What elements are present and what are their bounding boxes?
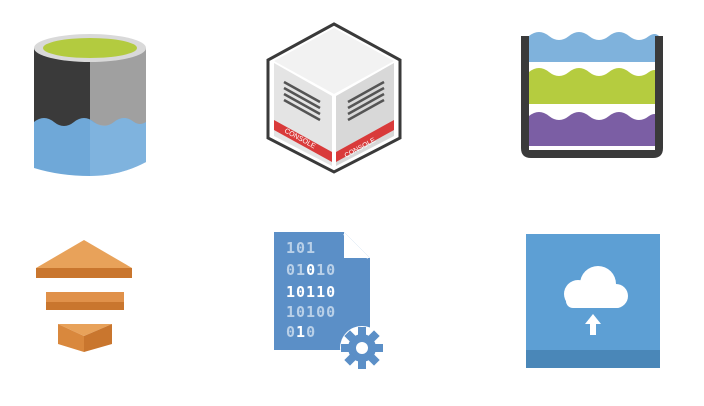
data-lake-layers-icon bbox=[517, 24, 667, 162]
binary-line-3: 10110 bbox=[286, 283, 337, 301]
binary-line-4: 10100 bbox=[286, 303, 337, 321]
binary-config-file-icon: 101 01010 10110 10100 010 bbox=[274, 232, 398, 372]
cloud-upload-icon bbox=[526, 234, 660, 368]
binary-line-5: 010 bbox=[286, 323, 317, 341]
data-lake-store-icon bbox=[30, 30, 150, 180]
appliance-box-icon: CONSOLE CONSOLE bbox=[262, 20, 406, 176]
funnel-stack-icon bbox=[32, 240, 140, 360]
binary-line-1: 101 bbox=[286, 239, 317, 257]
binary-line-2: 01010 bbox=[286, 261, 337, 279]
